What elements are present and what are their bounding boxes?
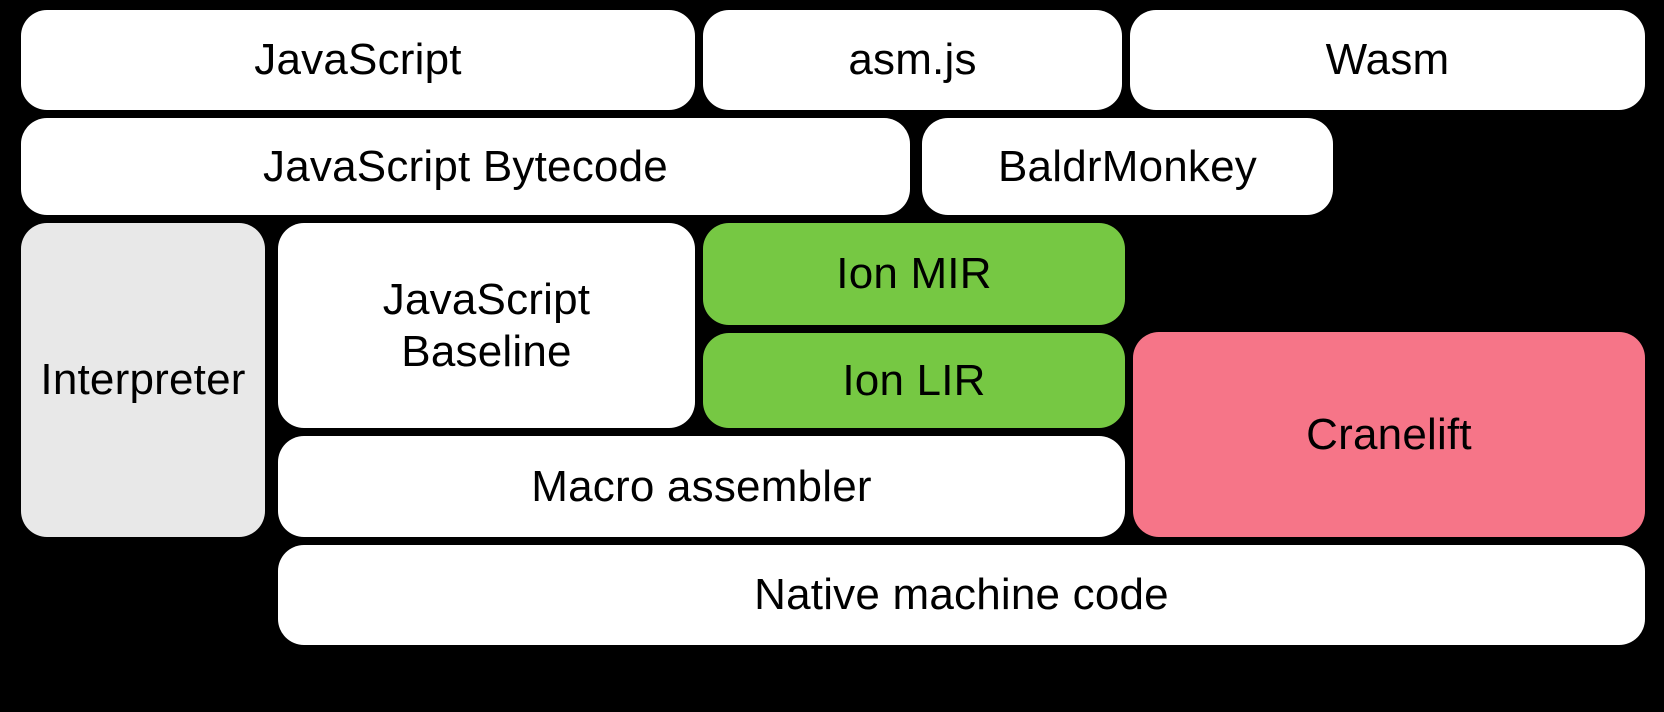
node-native-machine-code[interactable]: Native machine code <box>278 545 1645 645</box>
node-javascript[interactable]: JavaScript <box>21 10 695 110</box>
node-javascript-baseline[interactable]: JavaScript Baseline <box>278 223 695 428</box>
node-interpreter[interactable]: Interpreter <box>21 223 265 537</box>
node-asm-js[interactable]: asm.js <box>703 10 1122 110</box>
node-macro-assembler[interactable]: Macro assembler <box>278 436 1125 537</box>
node-javascript-bytecode[interactable]: JavaScript Bytecode <box>21 118 910 215</box>
node-cranelift[interactable]: Cranelift <box>1133 332 1645 537</box>
node-ion-mir[interactable]: Ion MIR <box>703 223 1125 325</box>
node-baldrmonkey[interactable]: BaldrMonkey <box>922 118 1333 215</box>
node-wasm[interactable]: Wasm <box>1130 10 1645 110</box>
node-ion-lir[interactable]: Ion LIR <box>703 333 1125 428</box>
